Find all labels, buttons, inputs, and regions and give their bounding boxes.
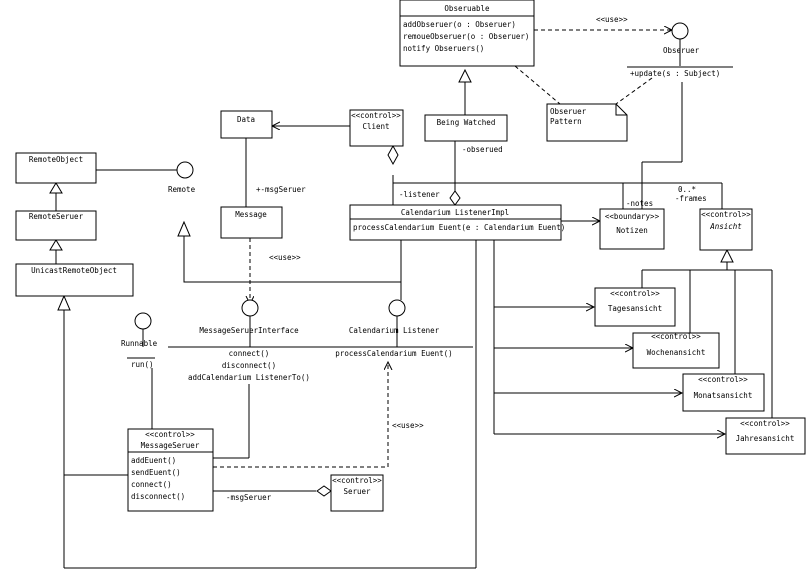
data-name: Data	[237, 115, 255, 124]
server-stereotype: <<control>>	[332, 476, 382, 485]
observable-op-1: addObseruer(o : Obseruer)	[403, 20, 516, 29]
monat-name: Monatsansicht	[694, 391, 753, 400]
connectors	[55, 30, 773, 569]
note-line-2: Pattern	[550, 117, 582, 126]
observer-name: Obseruer	[663, 46, 700, 55]
unicast-triangle	[57, 294, 71, 311]
client-name: Client	[362, 122, 389, 131]
remote-name: Remote	[168, 185, 196, 194]
message-triangle	[177, 220, 191, 237]
client-aggregation-diamond	[387, 144, 399, 166]
class-wochenansicht[interactable]	[632, 332, 720, 369]
msg-server-role-2: -msgSeruer	[226, 493, 272, 502]
remoteobject-triangle	[49, 182, 63, 194]
class-data[interactable]	[220, 110, 273, 139]
class-monatsansicht[interactable]	[682, 373, 765, 412]
class-tagesansicht[interactable]	[594, 287, 676, 327]
observer-pattern-note[interactable]	[546, 103, 628, 142]
notes-role: -notes	[626, 199, 653, 208]
message-listener-edge	[183, 238, 402, 300]
use-label-top: <<use>>	[596, 15, 628, 24]
cal-listener-name: Calendarium Listener	[349, 326, 440, 335]
tag-name: Tagesansicht	[608, 304, 662, 313]
msg-server-op-3: connect()	[131, 480, 172, 489]
msi-interface-icon	[241, 299, 259, 317]
server-aggregation-diamond	[316, 485, 332, 497]
beingwatched-aggregation-diamond	[449, 190, 461, 206]
msg-server-op-2: sendEuent()	[131, 468, 181, 477]
remoteserver-triangle	[49, 239, 63, 251]
class-cal-impl[interactable]	[349, 204, 562, 241]
server-name: Seruer	[343, 487, 371, 496]
observer-op: +update(s : Subject)	[630, 69, 720, 78]
msg-server-role: +-msgSeruer	[256, 185, 306, 194]
frames-role: -frames	[675, 194, 707, 203]
message-name: Message	[235, 210, 267, 219]
observable-triangle	[458, 68, 472, 83]
msi-op-3: addCalendarium ListenerTo()	[188, 373, 310, 382]
class-server[interactable]	[330, 474, 384, 512]
class-remote-object[interactable]	[15, 152, 97, 184]
observable-op-2: remoueObseruer(o : Obseruer)	[403, 32, 529, 41]
jahr-stereotype: <<control>>	[740, 419, 790, 428]
observable-op-3: notify Obseruers()	[403, 44, 484, 53]
msg-server-op-1: addEuent()	[131, 456, 176, 465]
class-being-watched[interactable]	[424, 114, 508, 142]
class-message[interactable]	[220, 206, 283, 239]
notizen-stereotype: <<boundary>>	[605, 212, 660, 221]
use-label-mid: <<use>>	[269, 253, 301, 262]
msi-op-1: connect()	[229, 349, 270, 358]
tag-stereotype: <<control>>	[610, 289, 660, 298]
ansicht-stereotype: <<control>>	[701, 210, 751, 219]
cal-listener-op: processCalendarium Euent()	[335, 349, 452, 358]
class-jahresansicht[interactable]	[725, 417, 806, 455]
class-message-server[interactable]	[127, 428, 214, 512]
class-client[interactable]	[349, 109, 404, 147]
cal-impl-op: processCalendarium Euent(e : Calendarium…	[353, 223, 565, 232]
class-notizen[interactable]	[599, 208, 665, 250]
ansicht-name: Ansicht	[709, 222, 742, 231]
observable-name: Obseruable	[444, 4, 490, 13]
ansicht-triangle	[720, 248, 734, 263]
cal-listener-interface-icon	[388, 299, 406, 317]
msi-op-2: disconnect()	[222, 361, 276, 370]
jahr-name: Jahresansicht	[736, 434, 795, 443]
runnable-op: run()	[131, 360, 154, 369]
note-anchor-2	[615, 77, 653, 105]
note-anchor-1	[514, 65, 561, 105]
cal-impl-name: Calendarium ListenerImpl	[401, 208, 509, 217]
observed-role: -obserued	[462, 145, 503, 154]
being-watched-name: Being Watched	[437, 118, 496, 127]
msg-server-stereotype: <<control>>	[145, 430, 195, 439]
class-unicast[interactable]	[15, 263, 134, 297]
class-ansicht[interactable]	[699, 208, 753, 251]
unicast-name: UnicastRemoteObject	[31, 266, 117, 275]
runnable-interface-icon	[134, 312, 152, 330]
runnable-name: Runnable	[121, 339, 158, 348]
notizen-name: Notizen	[616, 226, 648, 235]
remote-server-name: RemoteSeruer	[29, 212, 84, 221]
class-remote-server[interactable]	[15, 210, 97, 241]
note-line-1: Obseruer	[550, 107, 587, 116]
use-label-low: <<use>>	[392, 421, 424, 430]
class-observable[interactable]	[399, 0, 535, 67]
msi-name: MessageSeruerInterface	[199, 326, 299, 335]
monat-stereotype: <<control>>	[698, 375, 748, 384]
msg-server-op-4: disconnect()	[131, 492, 185, 501]
remote-object-name: RemoteObject	[29, 155, 83, 164]
msg-server-name: MessageSeruer	[141, 441, 200, 450]
observer-interface-icon	[671, 22, 689, 40]
woche-stereotype: <<control>>	[651, 332, 701, 341]
woche-name: Wochenansicht	[647, 348, 706, 357]
listener-role: -listener	[399, 190, 440, 199]
client-stereotype: <<control>>	[351, 111, 401, 120]
frames-mult: 0..*	[678, 185, 696, 194]
msgserver-use-listener	[213, 362, 388, 468]
remote-interface-icon	[176, 161, 194, 179]
note-fold-icon	[615, 104, 627, 116]
